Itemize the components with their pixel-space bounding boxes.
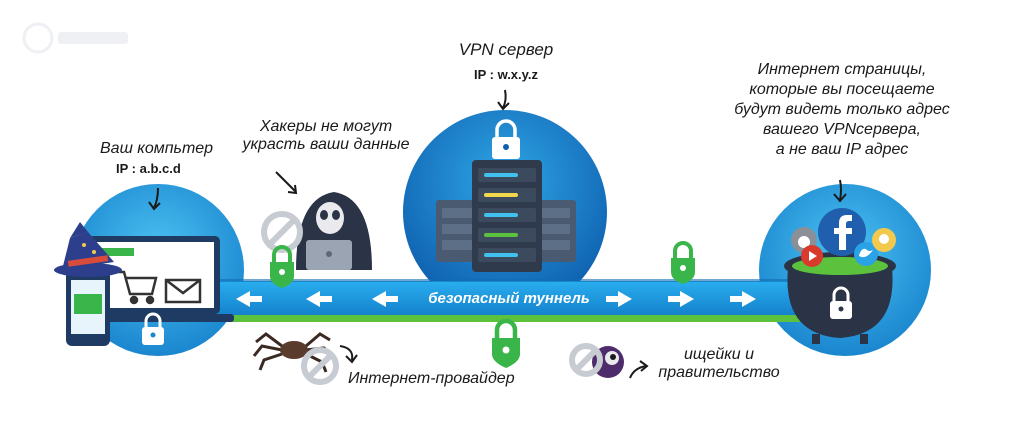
pointer-arrow-icon [833,179,847,203]
youtube-icon [801,245,823,267]
spies-line-2: правительство [658,364,780,382]
pointer-arrow-icon [629,360,649,379]
blocked-icon [261,211,303,253]
mail-icon [164,278,202,304]
pointer-arrow-icon [339,345,358,364]
hackers-label: Хакеры не могут украсть ваши данные [236,118,416,155]
computer-ip: IP : a.b.c.d [116,161,181,176]
lock-icon [142,312,164,345]
twitter-icon [854,242,878,266]
spies-label: ищейки и правительство [654,346,784,383]
wizard-hat-icon [54,222,122,277]
arrow-right-icon [606,291,756,307]
vpn-server-ip: IP : w.x.y.z [473,67,539,82]
websites-line: которые вы посещаете [749,81,935,98]
green-lock-icon [492,318,520,368]
server-rack-icon [436,160,576,272]
websites-line: а не ваш IP адрес [775,141,909,158]
vpn-server-title: VPN сервер [458,40,554,59]
websites-line: вашего VPNсервера, [763,121,921,138]
hacker-icon [296,192,372,270]
phone-icon [66,270,110,346]
server-lock-icon [492,119,520,159]
spies-line-1: ищейки и [683,346,755,363]
websites-line: будут видеть только адрес [734,101,950,118]
watermark-logo [22,22,128,54]
tunnel-label: безопасный туннель [428,290,590,307]
green-lock-icon [671,241,695,284]
lock-icon [830,286,852,319]
snapchat-icon [872,228,896,252]
websites-line: Интернет страницы, [757,61,927,78]
websites-label: Интернет страницы, которые вы посещаете … [722,60,962,160]
facebook-icon [818,208,866,256]
laptop-icon [74,236,234,322]
blocked-icon [569,343,603,377]
computer-title: Ваш компьтер [100,140,214,157]
hackers-line-2: украсть ваши данные [242,136,410,154]
cart-icon [116,270,158,305]
isp-label: Интернет-провайдер [348,370,515,387]
arrow-left-icon [236,291,398,307]
hackers-line-1: Хакеры не могут [259,118,393,135]
blocked-icon [301,347,339,385]
pointer-arrow-icon [275,171,298,195]
green-lock-icon [270,245,294,288]
tunnel-pipe [190,279,800,322]
pointer-arrow-icon [497,89,510,111]
pointer-arrow-icon [148,187,161,211]
